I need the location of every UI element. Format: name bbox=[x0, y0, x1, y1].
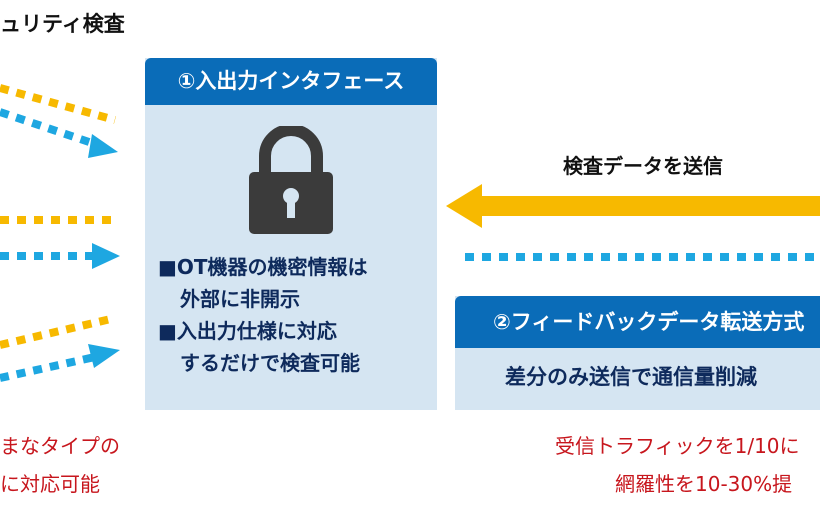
feedback-transfer-box: ②フィードバックデータ転送方式 差分のみ送信で通信量削減 bbox=[455, 296, 820, 410]
lock-icon bbox=[249, 126, 333, 234]
bullet-item: するだけで検査可能 bbox=[180, 351, 360, 375]
box2-header: ②フィードバックデータ転送方式 bbox=[455, 296, 820, 348]
yellow-arrow-shaft bbox=[478, 196, 820, 216]
left-note-line-2: に対応可能 bbox=[0, 472, 100, 496]
bullet-item: ■入出力仕様に対応 bbox=[158, 319, 337, 343]
arrowhead-icon bbox=[88, 134, 118, 158]
arrowhead-icon bbox=[92, 243, 120, 269]
right-note-line-2: 網羅性を10-30%提 bbox=[615, 472, 793, 496]
blue-dotted-line-3 bbox=[0, 353, 96, 382]
yellow-dotted-line-1 bbox=[0, 84, 117, 124]
bullet-item: ■OT機器の機密情報は bbox=[158, 255, 368, 279]
bullet-item: 外部に非開示 bbox=[180, 287, 300, 311]
section-title: ュリティ検査 bbox=[0, 12, 125, 36]
box2-body: 差分のみ送信で通信量削減 bbox=[505, 365, 757, 389]
blue-dotted-line-1 bbox=[0, 108, 97, 148]
feature-list: ■OT機器の機密情報は 外部に非開示 ■入出力仕様に対応 するだけで検査可能 bbox=[158, 251, 368, 379]
arrow-label: 検査データを送信 bbox=[563, 154, 723, 178]
right-note-line-1: 受信トラフィックを1/10に bbox=[555, 434, 800, 458]
arrowhead-icon bbox=[88, 344, 120, 368]
yellow-dotted-line-3 bbox=[0, 314, 116, 349]
yellow-arrowhead-icon bbox=[446, 184, 482, 228]
box1-header: ①入出力インタフェース bbox=[145, 58, 437, 105]
input-output-interface-box: ①入出力インタフェース ■OT機器の機密情報は 外部に非開示 ■入出力仕様に対応… bbox=[145, 58, 437, 410]
left-note-line-1: まなタイプの bbox=[0, 434, 120, 458]
